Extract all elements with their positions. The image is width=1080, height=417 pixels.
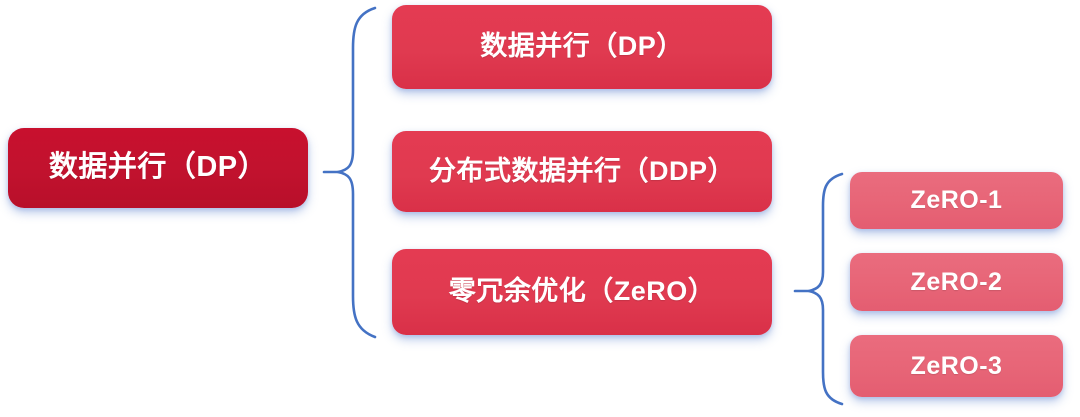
brace-root-to-branches bbox=[322, 6, 377, 339]
node-leaf-zero-3-label: ZeRO-3 bbox=[910, 351, 1003, 380]
node-leaf-zero-3[interactable]: ZeRO-3 bbox=[850, 335, 1063, 397]
node-branch-dp-label: 数据并行（DP） bbox=[480, 31, 684, 62]
node-root-data-parallel[interactable]: 数据并行（DP） bbox=[8, 128, 308, 208]
node-branch-zero-label: 零冗余优化（ZeRO） bbox=[448, 276, 716, 307]
node-branch-zero[interactable]: 零冗余优化（ZeRO） bbox=[392, 249, 772, 335]
node-leaf-zero-1-label: ZeRO-1 bbox=[910, 186, 1003, 215]
node-root-label: 数据并行（DP） bbox=[48, 151, 268, 184]
brace-zero-to-leaves bbox=[793, 172, 844, 406]
node-branch-ddp-label: 分布式数据并行（DDP） bbox=[428, 155, 735, 186]
node-branch-ddp[interactable]: 分布式数据并行（DDP） bbox=[392, 131, 772, 212]
node-branch-dp[interactable]: 数据并行（DP） bbox=[392, 5, 772, 89]
node-leaf-zero-1[interactable]: ZeRO-1 bbox=[850, 172, 1063, 229]
node-leaf-zero-2[interactable]: ZeRO-2 bbox=[850, 253, 1063, 311]
node-leaf-zero-2-label: ZeRO-2 bbox=[910, 267, 1003, 296]
